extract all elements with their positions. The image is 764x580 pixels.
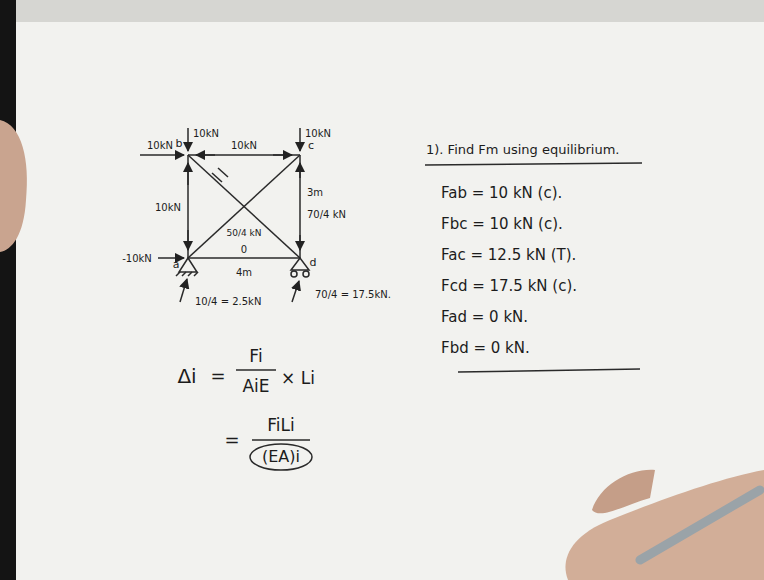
member-cd [299, 155, 301, 258]
formula-term: = [209, 366, 226, 386]
formula-term: × Li [280, 369, 316, 388]
fraction-bar [252, 439, 310, 441]
joint-label: d [309, 257, 318, 269]
joint-label: a [172, 259, 181, 271]
member-force: 70/4 kN [306, 209, 347, 220]
dimension: 4m [235, 267, 253, 278]
formula-term: = [223, 430, 240, 450]
force-arrow [299, 163, 301, 178]
member-ab [187, 155, 189, 258]
member-result: Fad = 0 kN. [440, 309, 529, 326]
reaction-arrow [180, 279, 187, 302]
member-force: 0 [240, 244, 248, 255]
left-hand [0, 120, 27, 252]
circled-term [250, 444, 312, 470]
zero-tick [218, 168, 228, 177]
formula-term: Δi [176, 365, 197, 387]
force-arrow [273, 154, 292, 156]
reaction-label: 70/4 = 17.5kN. [314, 289, 392, 300]
dimension: 3m [306, 187, 324, 198]
roller [291, 271, 297, 277]
member-bd [188, 155, 300, 258]
dark-edge [0, 0, 16, 580]
formula-term: AiE [241, 377, 270, 396]
pin-support [179, 258, 197, 272]
formula-term: Fi [248, 347, 263, 366]
reaction-label: -10kN [121, 253, 153, 264]
member-force: 10kN [154, 202, 182, 213]
zero-tick [212, 173, 222, 182]
right-hand [565, 470, 764, 580]
reaction-arrow [292, 281, 299, 302]
formula-term: FiLi [266, 416, 295, 435]
reaction-arrow [158, 257, 184, 259]
pen [640, 490, 760, 560]
member-result: Fab = 10 kN (c). [440, 185, 563, 202]
load-arrow [140, 154, 184, 156]
fraction-bar [236, 369, 276, 371]
member-ac [188, 155, 300, 258]
load-label: 10kN [192, 128, 220, 139]
underline [425, 163, 642, 165]
force-arrow [187, 230, 189, 250]
load-arrow [299, 128, 301, 151]
ground-hatch [176, 272, 198, 276]
member-result: Fcd = 17.5 kN (c). [440, 278, 578, 295]
member-result: Fbd = 0 kN. [440, 340, 531, 357]
joint-label: c [307, 140, 315, 152]
force-arrow [187, 163, 189, 185]
member-result: Fbc = 10 kN (c). [440, 216, 564, 233]
roller-support [291, 258, 309, 270]
formula-term: (EA)i [261, 448, 301, 466]
load-label: 10kN [304, 128, 332, 139]
heading: 1). Find Fm using equilibrium. [425, 143, 620, 157]
force-arrow [299, 235, 301, 250]
thumb [592, 470, 655, 513]
roller [303, 271, 309, 277]
force-arrow [196, 154, 215, 156]
member-bc [188, 154, 300, 156]
member-result: Fac = 12.5 kN (T). [440, 247, 577, 264]
load-label: 10kN [146, 140, 174, 151]
wall-band [0, 0, 764, 22]
member-ad [188, 257, 300, 259]
member-force: 10kN [230, 140, 258, 151]
load-arrow [187, 128, 189, 151]
reaction-label: 10/4 = 2.5kN [194, 296, 262, 307]
member-force: 50/4 kN [225, 229, 262, 239]
joint-label: b [175, 138, 184, 150]
underline [458, 369, 640, 372]
